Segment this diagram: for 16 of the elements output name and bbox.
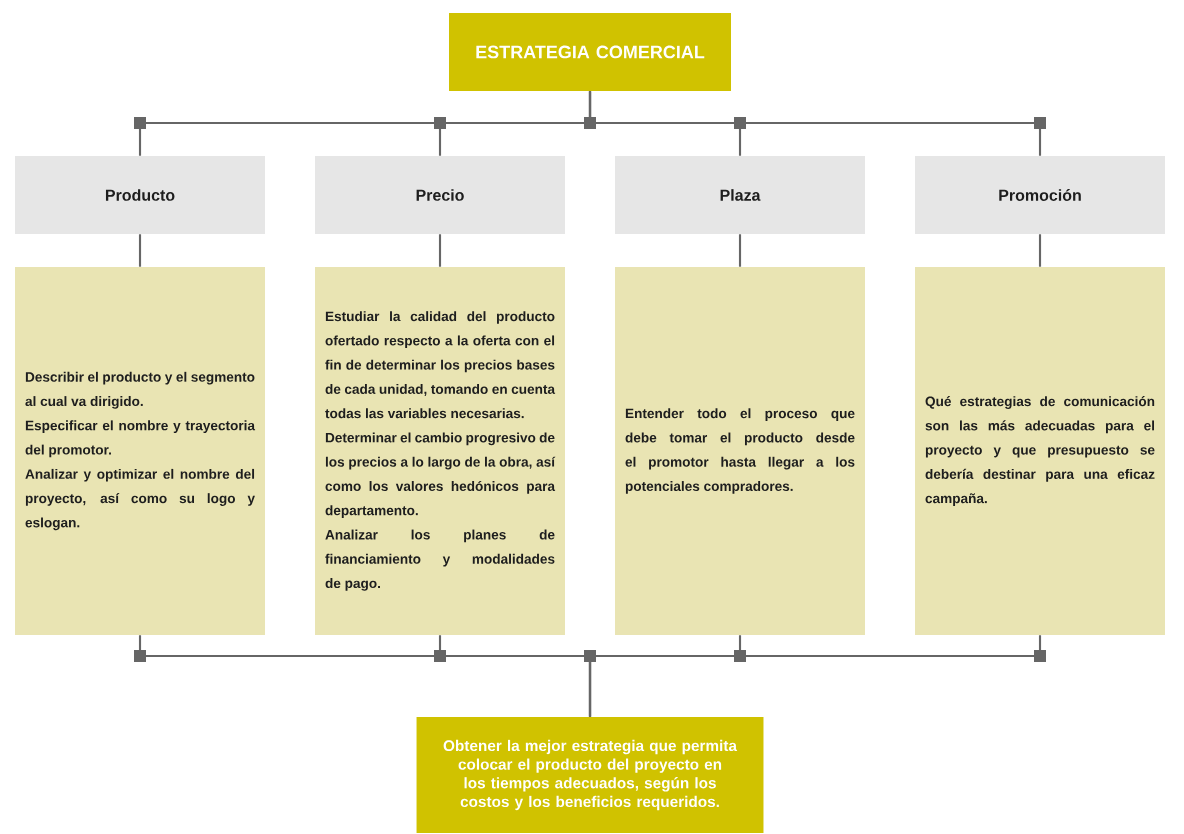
connector-line — [138, 234, 142, 267]
description-box: Estudiar la calidad del producto ofertado respecto a la oferta con el fin de determinar los precios bases de cada unidad, tomando en cuenta todas las variables necesarias. Determinar el cambio progresivo de los precios a lo largo de la obra, así como los valores hedónicos para departamento. Analizar los planes de financiamiento y modalidades de pago. — [315, 267, 565, 635]
description-box: Qué estrategias de comunicación son las más adecuadas para el proyecto y que presupuesto se debería destinar para una eficaz campaña. — [915, 267, 1165, 635]
connector-line — [738, 234, 742, 267]
connector-line — [438, 234, 442, 267]
title-box: ESTRATEGIA COMERCIAL — [449, 13, 731, 91]
result-box: Obtener la mejor estrategia que permita colocar el producto del proyecto en los tiempos adecuados, según los costos y los beneficios requeridos. — [416, 717, 764, 833]
connector-line — [588, 635, 1042, 717]
category-box: Precio — [315, 156, 565, 234]
connector-line — [1038, 234, 1042, 267]
category-box: Producto — [15, 156, 265, 234]
description-box: Describir el producto y el segmento al cual va dirigido. Especificar el nombre y trayectoria del promotor. Analizar y optimizar el nombre del proyecto, así como su logo y eslogan. — [15, 267, 265, 635]
connector-line — [588, 91, 1042, 156]
description-box: Entender todo el proceso que debe tomar el producto desde el promotor hasta llegar a los potenciales compradores. — [615, 267, 865, 635]
category-box: Plaza — [615, 156, 865, 234]
category-box: Promoción — [915, 156, 1165, 234]
